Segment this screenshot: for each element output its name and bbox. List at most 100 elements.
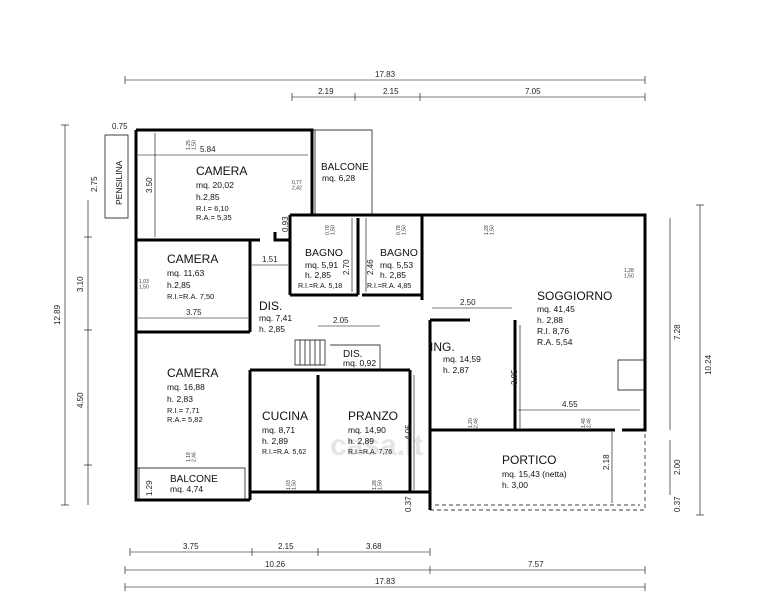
window-code-11: 1,202,46: [468, 418, 480, 428]
dim-cam1-h: 3.50: [145, 177, 154, 193]
dim-ing-w: 2.50: [460, 298, 476, 307]
dim-right-bottom: 0.37: [673, 496, 682, 512]
window-code-10: 1,281,50: [372, 480, 384, 490]
svg-text:CAMERA: CAMERA: [167, 366, 218, 380]
room-balcone-1: BALCONE mq. 6,28: [321, 162, 369, 183]
svg-text:h. 2,85: h. 2,85: [380, 270, 406, 280]
svg-text:mq. 11,63: mq. 11,63: [167, 268, 204, 278]
svg-text:R.I.=R.A. 7,76: R.I.=R.A. 7,76: [348, 449, 392, 456]
dim-portico-h: 2.18: [602, 454, 611, 470]
watermark: casa.it: [330, 429, 423, 462]
room-pranzo: PRANZO mq. 14,90 h. 2,89 R.I.=R.A. 7,76: [348, 409, 398, 456]
room-soggiorno: SOGGIORNO mq. 41,45 h. 2,88 R.I. 8,76 R.…: [537, 289, 612, 347]
svg-text:mq. 14,59: mq. 14,59: [443, 354, 481, 364]
room-name: CAMERA: [196, 164, 247, 178]
dim-pensilina-w: 0.75: [112, 122, 128, 131]
dim-portico-left: 0.37: [404, 496, 413, 512]
svg-text:h. 2,85: h. 2,85: [259, 324, 285, 334]
svg-text:BALCONE: BALCONE: [321, 162, 369, 173]
svg-text:BALCONE: BALCONE: [170, 474, 218, 485]
dim-sogg-h: 3.95: [510, 369, 519, 385]
window-code-12: 1,482,46: [581, 418, 593, 428]
room-bagno-1: BAGNO mq. 5,91 h. 2,85 R.I.=R.A. 5,18: [298, 247, 343, 290]
svg-text:R.I.= 6,10: R.I.= 6,10: [196, 204, 229, 213]
svg-text:R.I.= 7,71: R.I.= 7,71: [167, 406, 200, 415]
window-code-5: 0,781,50: [396, 225, 408, 235]
svg-text:h.2,85: h.2,85: [167, 280, 191, 290]
dim-top-2: 2.15: [383, 87, 399, 96]
svg-text:mq. 16,88: mq. 16,88: [167, 382, 205, 392]
dim-bagno2-h: 2.46: [366, 259, 375, 275]
room-camera-1: CAMERA mq. 20,02 h.2,85 R.I.= 6,10 R.A.=…: [196, 164, 247, 222]
dim-bottom-1: 3.75: [183, 542, 199, 551]
svg-text:R.I. 8,76: R.I. 8,76: [537, 326, 569, 336]
dim-left-2: 4.50: [76, 392, 85, 408]
window-code-4: 0,781,50: [325, 225, 337, 235]
svg-text:R.A. 5,54: R.A. 5,54: [537, 337, 573, 347]
room-camera-3: CAMERA mq. 16,88 h. 2,83 R.I.= 7,71 R.A.…: [167, 366, 218, 424]
svg-text:R.I.=R.A. 7,50: R.I.=R.A. 7,50: [167, 292, 214, 301]
dim-cam1-w: 5.84: [200, 145, 216, 154]
dim-bottom-3: 3.68: [366, 542, 382, 551]
svg-text:mq. 4,74: mq. 4,74: [170, 484, 203, 494]
svg-text:R.A.= 5,82: R.A.= 5,82: [167, 415, 203, 424]
dim-bottom-mid-2: 7.57: [528, 560, 544, 569]
room-balcone-2: BALCONE mq. 4,74: [170, 474, 218, 494]
svg-text:ING.: ING.: [430, 340, 455, 354]
svg-text:SOGGIORNO: SOGGIORNO: [537, 289, 612, 303]
svg-text:R.I.=R.A. 4,85: R.I.=R.A. 4,85: [367, 283, 411, 290]
walls: [104, 128, 647, 511]
svg-text:h. 2,89: h. 2,89: [348, 436, 374, 446]
svg-text:h. 2,85: h. 2,85: [305, 270, 331, 280]
dim-dis2-w: 2.05: [333, 316, 349, 325]
dim-bottom-mid-1: 10.26: [265, 560, 286, 569]
dim-bottom-total: 17.83: [375, 577, 396, 586]
svg-text:PORTICO: PORTICO: [502, 453, 556, 467]
svg-text:mq. 0,92: mq. 0,92: [343, 358, 376, 368]
svg-text:mq. 6,28: mq. 6,28: [322, 173, 355, 183]
dim-balc-w: 1.29: [145, 480, 154, 496]
room-pensilina: PENSILINA: [114, 160, 124, 205]
dim-dis-w: 1.51: [262, 255, 278, 264]
svg-text:mq. 7,41: mq. 7,41: [259, 313, 292, 323]
dim-top-total: 17.83: [375, 70, 396, 79]
svg-text:PRANZO: PRANZO: [348, 409, 398, 423]
svg-text:BAGNO: BAGNO: [305, 247, 343, 259]
svg-text:h. 2,83: h. 2,83: [167, 394, 193, 404]
svg-text:mq. 15,43 (netta): mq. 15,43 (netta): [502, 469, 567, 479]
svg-text:R.I.=R.A. 5,62: R.I.=R.A. 5,62: [262, 449, 306, 456]
dim-left-1: 3.10: [76, 276, 85, 292]
room-bagno-2: BAGNO mq. 5,53 h. 2,85 R.I.=R.A. 4,85: [367, 247, 418, 290]
room-dis-2: DIS. mq. 0,92: [343, 349, 376, 368]
room-ing: ING. mq. 14,59 h. 2,87: [430, 340, 481, 375]
svg-text:CUCINA: CUCINA: [262, 409, 308, 423]
dim-bagno-w: 0.93: [281, 216, 290, 232]
room-dis-1: DIS. mq. 7,41 h. 2,85: [259, 299, 292, 334]
dim-right-outer: 10.24: [704, 354, 713, 375]
svg-text:h. 2,87: h. 2,87: [443, 365, 469, 375]
dimension-lines: 17.83 2.19 2.15 7.05 3.75 2.15 3.68 10.2…: [53, 70, 713, 591]
dim-pensilina-h: 2.75: [90, 176, 99, 192]
dim-bagno-h: 2.70: [342, 259, 351, 275]
svg-text:R.A.= 5,35: R.A.= 5,35: [196, 213, 232, 222]
dim-left-total: 12.89: [53, 304, 62, 325]
svg-text:mq. 20,02: mq. 20,02: [196, 180, 234, 190]
dim-right-lower: 2.00: [673, 459, 682, 475]
room-camera-2: CAMERA mq. 11,63 h.2,85 R.I.=R.A. 7,50: [167, 252, 218, 301]
dim-top-3: 7.05: [525, 87, 541, 96]
window-code-1: 1,251,50: [186, 140, 198, 150]
svg-text:DIS.: DIS.: [343, 349, 362, 360]
window-code-6: 1,281,50: [484, 225, 496, 235]
svg-text:mq. 41,45: mq. 41,45: [537, 304, 575, 314]
svg-text:mq. 8,71: mq. 8,71: [262, 425, 295, 435]
svg-text:mq. 14,90: mq. 14,90: [348, 425, 386, 435]
interior-dimensions: 5.84 3.50 3.75 1.51 0.93 2.70 2.46 2.50 …: [138, 133, 640, 512]
dim-right-inner: 7.28: [673, 324, 682, 340]
svg-text:h. 2,89: h. 2,89: [262, 436, 288, 446]
svg-text:R.I.=R.A. 5,18: R.I.=R.A. 5,18: [298, 283, 342, 290]
